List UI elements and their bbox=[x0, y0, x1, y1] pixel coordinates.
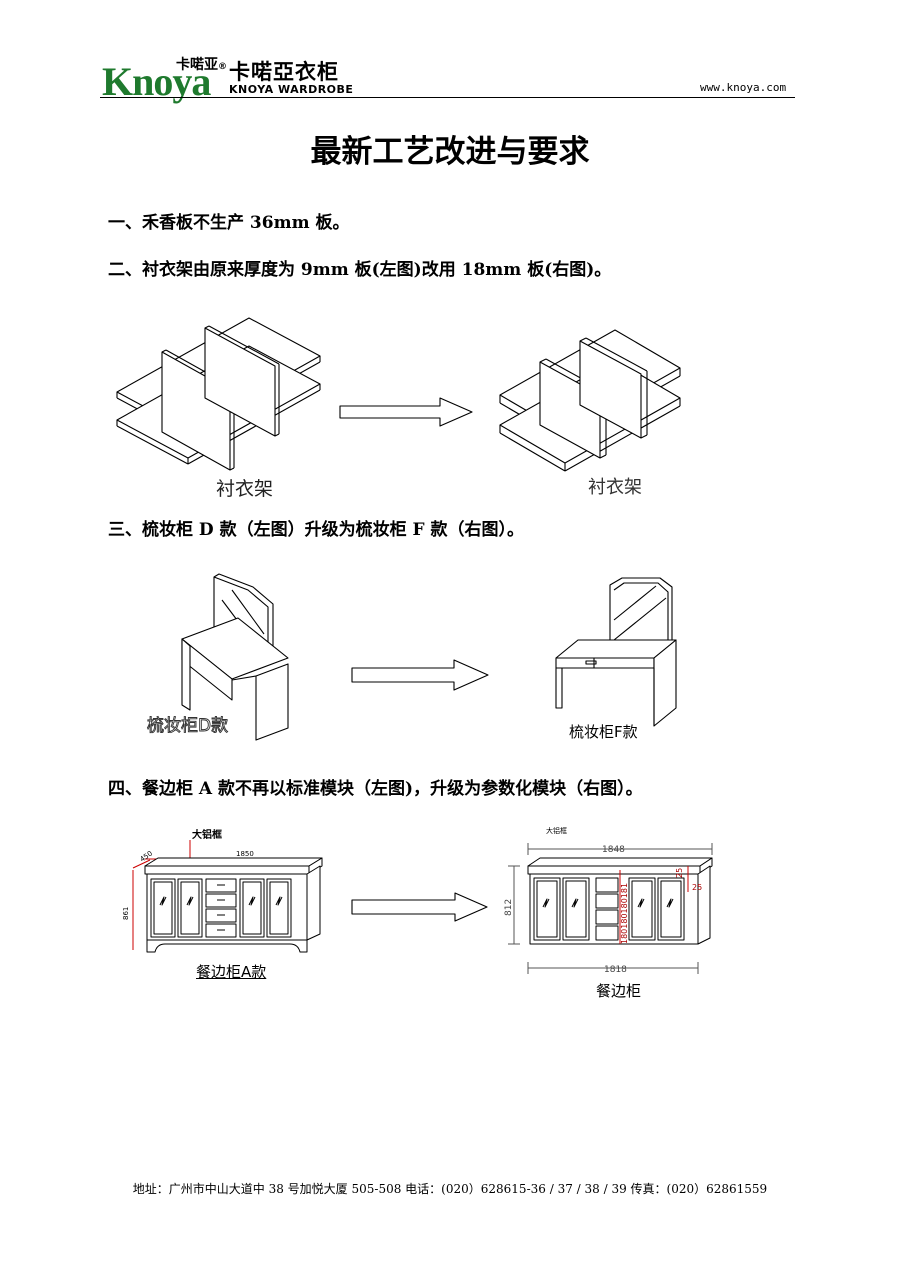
sideboard-param-height: 812 bbox=[504, 899, 514, 916]
brand-name-cn: 卡喏亞衣柜 bbox=[229, 60, 339, 84]
logo-wordmark: Knoya bbox=[102, 59, 211, 104]
dresser-f-drawing bbox=[555, 577, 677, 727]
shirt-rack-left-drawing bbox=[116, 317, 321, 471]
item-2: 二、衬衣架由原来厚度为 9mm 板(左图)改用 18mm 板(右图)。 bbox=[108, 260, 612, 280]
shirt-rack-right-caption: 衬衣架 bbox=[588, 477, 642, 498]
sideboard-a-height: 861 bbox=[122, 907, 130, 920]
logo-small-cn: 卡喏亚® bbox=[176, 57, 227, 75]
sideboard-a-label: 大铝框 bbox=[192, 828, 222, 841]
dresser-d-caption: 梳妆柜D款 bbox=[147, 716, 229, 736]
item-1: 一、禾香板不生产 36mm 板。 bbox=[108, 213, 350, 233]
sideboard-param-side-gap: 25 bbox=[692, 883, 702, 892]
arrow-icon bbox=[351, 892, 488, 922]
website-url[interactable]: www.knoya.com bbox=[700, 81, 787, 94]
sideboard-param-top-gap: 25 bbox=[675, 868, 684, 878]
brand-name-en: KNOYA WARDROBE bbox=[229, 83, 354, 96]
dresser-d-drawing bbox=[181, 573, 289, 741]
sideboard-a-caption: 餐边柜A款 bbox=[196, 963, 267, 981]
sideboard-param-caption: 餐边柜 bbox=[596, 982, 642, 1000]
arrow-icon bbox=[339, 397, 473, 427]
item-4: 四、餐边柜 A 款不再以标准模块（左图)，升级为参数化模块（右图）。 bbox=[108, 779, 643, 799]
sideboard-param-top-width: 1848 bbox=[602, 845, 625, 855]
sideboard-param-bottom-width: 1818 bbox=[604, 965, 627, 975]
header-divider bbox=[100, 97, 795, 98]
shirt-rack-right-drawing bbox=[499, 329, 681, 472]
logo-small-cn-text: 卡喏亚 bbox=[176, 57, 218, 73]
sideboard-param-drawing bbox=[508, 843, 713, 974]
arrow-icon bbox=[351, 659, 489, 691]
sideboard-a-drawing bbox=[132, 840, 323, 953]
sideboard-param-label: 大铝框 bbox=[546, 826, 567, 835]
sideboard-param-drawer-dims: 180180180181 bbox=[620, 883, 629, 944]
registered-mark: ® bbox=[218, 62, 227, 72]
dresser-f-caption: 梳妆柜F款 bbox=[569, 723, 638, 741]
shirt-rack-left-caption: 衬衣架 bbox=[216, 478, 274, 500]
sideboard-a-width: 1850 bbox=[236, 850, 254, 858]
item-3: 三、梳妆柜 D 款（左图）升级为梳妆柜 F 款（右图）。 bbox=[108, 520, 524, 540]
page-title: 最新工艺改进与要求 bbox=[310, 134, 590, 170]
footer-contact: 地址：广州市中山大道中 38 号加悦大厦 505-508 电话：(020）628… bbox=[132, 1182, 768, 1196]
